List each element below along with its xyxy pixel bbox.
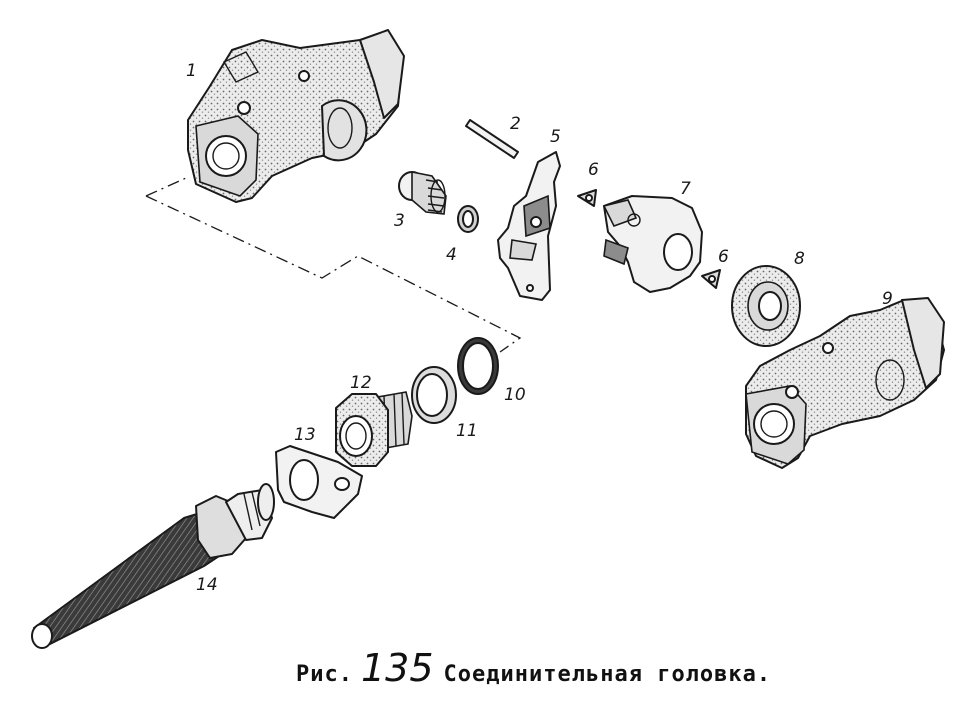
assembly-axis-line: [145, 177, 522, 353]
part-1-coupling-head-body: [187, 29, 405, 203]
part-3-valve-spring: [398, 171, 447, 215]
part-8-seal-washer: [731, 265, 801, 347]
part-4-retaining-ring: [457, 205, 479, 233]
label-14: 14: [196, 575, 218, 595]
part-2-pin: [465, 119, 519, 159]
part-12-union-nut: [335, 391, 413, 467]
label-8: 8: [794, 249, 805, 269]
label-4: 4: [446, 245, 457, 265]
label-3: 3: [394, 211, 405, 231]
label-11: 11: [456, 421, 478, 441]
part-7-lever: [602, 195, 703, 293]
part-10-o-ring: [457, 337, 499, 395]
caption-figure-number: 135: [360, 646, 434, 690]
caption-title: Соединительная головка.: [443, 662, 772, 687]
part-13-bracket-plate: [275, 445, 363, 519]
label-10: 10: [504, 385, 526, 405]
label-6-lower: 6: [718, 247, 729, 267]
label-6-upper: 6: [588, 160, 599, 180]
figure-caption: Рис. 135 Соединительная головка.: [296, 646, 771, 696]
label-13: 13: [294, 425, 316, 445]
label-5: 5: [550, 127, 561, 147]
caption-prefix: Рис.: [296, 662, 353, 687]
part-11-gasket-ring: [411, 366, 457, 424]
label-2: 2: [510, 114, 521, 134]
label-7: 7: [680, 179, 691, 199]
label-9: 9: [882, 289, 893, 309]
part-6-triangular-washer-upper: [577, 189, 597, 207]
label-1: 1: [186, 61, 197, 81]
part-5-lock-plate: [497, 151, 561, 301]
part-6-triangular-washer-lower: [701, 269, 721, 289]
label-12: 12: [350, 373, 372, 393]
part-9-coupling-head-body: [745, 297, 945, 469]
part-14-hose-assembly: [31, 483, 275, 649]
